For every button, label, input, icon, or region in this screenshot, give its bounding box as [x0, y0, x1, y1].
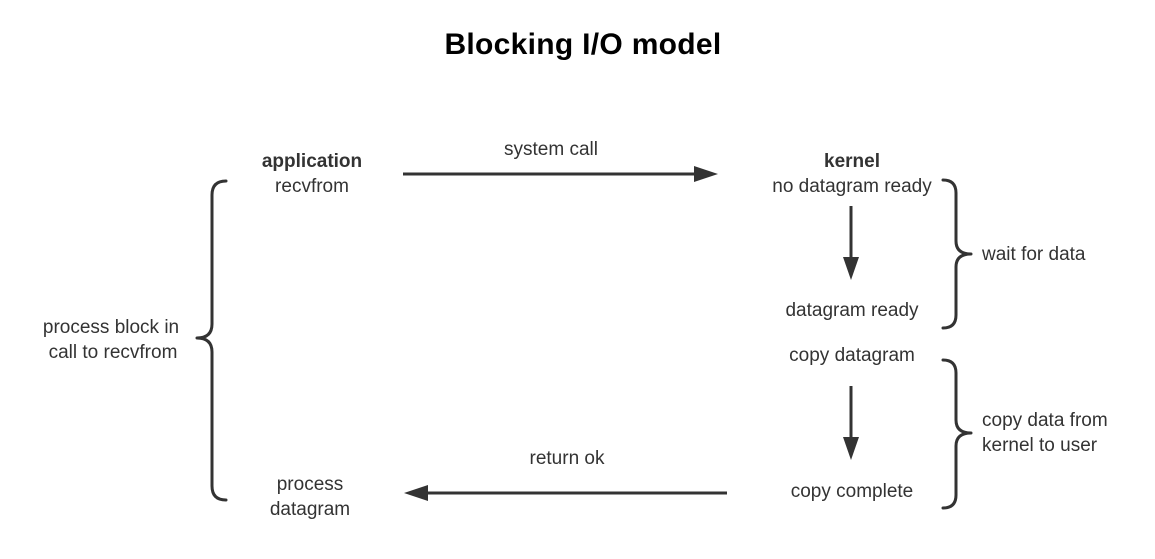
datagram-ready-arrow — [843, 206, 859, 280]
recvfrom-label: recvfrom — [275, 176, 349, 197]
copy-data-line1: copy data from — [982, 410, 1108, 431]
wait-for-data-label: wait for data — [982, 244, 1086, 265]
process-block-line1: process block in — [42, 317, 180, 338]
copy-complete-label: copy complete — [790, 481, 914, 502]
system-call-label: system call — [504, 139, 598, 160]
process-block-line2: call to recvfrom — [48, 342, 178, 363]
return-ok-arrow — [404, 485, 727, 501]
no-datagram-ready-label: no datagram ready — [772, 176, 932, 197]
kernel-heading: kernel — [824, 151, 880, 172]
copy-datagram-label: copy datagram — [789, 345, 915, 366]
application-heading: application — [261, 151, 363, 172]
wait-for-data-brace — [941, 178, 973, 330]
return-ok-label: return ok — [529, 448, 605, 469]
diagram-title: Blocking I/O model — [444, 28, 722, 61]
copy-data-brace — [941, 358, 973, 510]
copy-data-line2: kernel to user — [982, 435, 1098, 456]
datagram-ready-label: datagram ready — [785, 300, 919, 321]
process-block-brace — [195, 179, 228, 502]
process-datagram-line1: process — [276, 474, 344, 495]
system-call-arrow — [403, 166, 718, 182]
copy-complete-arrow — [843, 386, 859, 460]
process-datagram-line2: datagram — [269, 499, 351, 520]
